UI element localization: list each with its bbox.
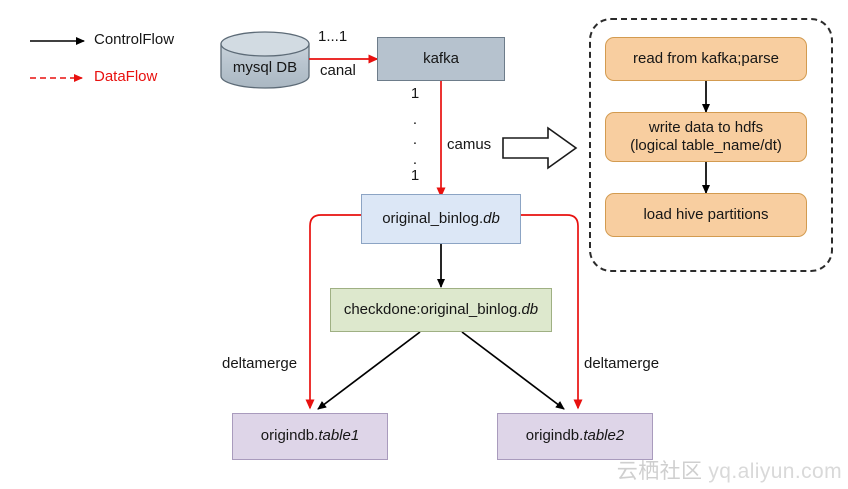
node-kafka-label: kafka bbox=[423, 49, 459, 67]
node-table1-suffix: table1 bbox=[318, 427, 360, 445]
legend-dataflow-label: DataFlow bbox=[94, 68, 158, 85]
edge-deltamerge-left-label: deltamerge bbox=[222, 355, 298, 372]
node-original-binlog-suffix: db bbox=[483, 209, 500, 227]
legend-controlflow-label: ControlFlow bbox=[94, 31, 175, 48]
step-load-hive-partitions[interactable]: load hive partitions bbox=[605, 193, 807, 237]
step-write-data-to-hdfs-line1: write data to hdfs bbox=[648, 118, 764, 136]
edge-canal-label: canal bbox=[320, 62, 356, 79]
node-original-binlog-label: original_binlog.db bbox=[382, 210, 500, 228]
node-original-binlog-prefix: original_binlog. bbox=[382, 209, 484, 227]
watermark-cn: 云栖社区 bbox=[616, 460, 703, 483]
node-table2-suffix: table2 bbox=[583, 427, 625, 445]
node-origindb-table2-label: origindb.table2 bbox=[526, 427, 624, 445]
node-original-binlog[interactable]: original_binlog.db bbox=[361, 194, 521, 244]
edge-deltamerge-right-label: deltamerge bbox=[584, 355, 660, 372]
edge-checkdone-to-table2 bbox=[461, 331, 565, 410]
node-table2-prefix: origindb. bbox=[525, 427, 584, 445]
step-write-data-to-hdfs[interactable]: write data to hdfs (logical table_name/d… bbox=[605, 112, 807, 162]
node-kafka[interactable]: kafka bbox=[377, 37, 505, 81]
step-read-from-kafka-label: read from kafka;parse bbox=[633, 49, 779, 67]
node-table1-prefix: origindb. bbox=[260, 427, 319, 445]
multiplicity-bottom: 1 bbox=[410, 167, 420, 184]
node-checkdone-label: checkdone:original_binlog.db bbox=[344, 301, 538, 319]
step-read-from-kafka[interactable]: read from kafka;parse bbox=[605, 37, 807, 81]
step-load-hive-partitions-label: load hive partitions bbox=[643, 205, 769, 223]
multiplicity-dot-2: . bbox=[412, 131, 418, 148]
edge-camus-label: camus bbox=[447, 136, 492, 153]
edge-checkdone-to-table1 bbox=[317, 331, 421, 410]
node-origindb-table1-label: origindb.table1 bbox=[261, 427, 359, 445]
multiplicity-dot-1: . bbox=[412, 111, 418, 128]
edge-canal-cardinality: 1...1 bbox=[318, 28, 348, 45]
node-checkdone-prefix: checkdone:original_binlog. bbox=[343, 300, 522, 318]
multiplicity-top: 1 bbox=[410, 85, 420, 102]
node-checkdone-suffix: db bbox=[521, 300, 539, 318]
watermark-url: yq.aliyun.com bbox=[708, 460, 842, 483]
block-arrow-icon bbox=[502, 126, 578, 170]
mysql-db-label: mysql DB bbox=[232, 59, 298, 76]
step-write-data-to-hdfs-line2: (logical table_name/dt) bbox=[630, 137, 782, 154]
node-origindb-table2[interactable]: origindb.table2 bbox=[497, 413, 653, 460]
node-origindb-table1[interactable]: origindb.table1 bbox=[232, 413, 388, 460]
camus-group-container bbox=[589, 18, 833, 272]
node-checkdone[interactable]: checkdone:original_binlog.db bbox=[330, 288, 552, 332]
multiplicity-dot-3: . bbox=[412, 151, 418, 168]
